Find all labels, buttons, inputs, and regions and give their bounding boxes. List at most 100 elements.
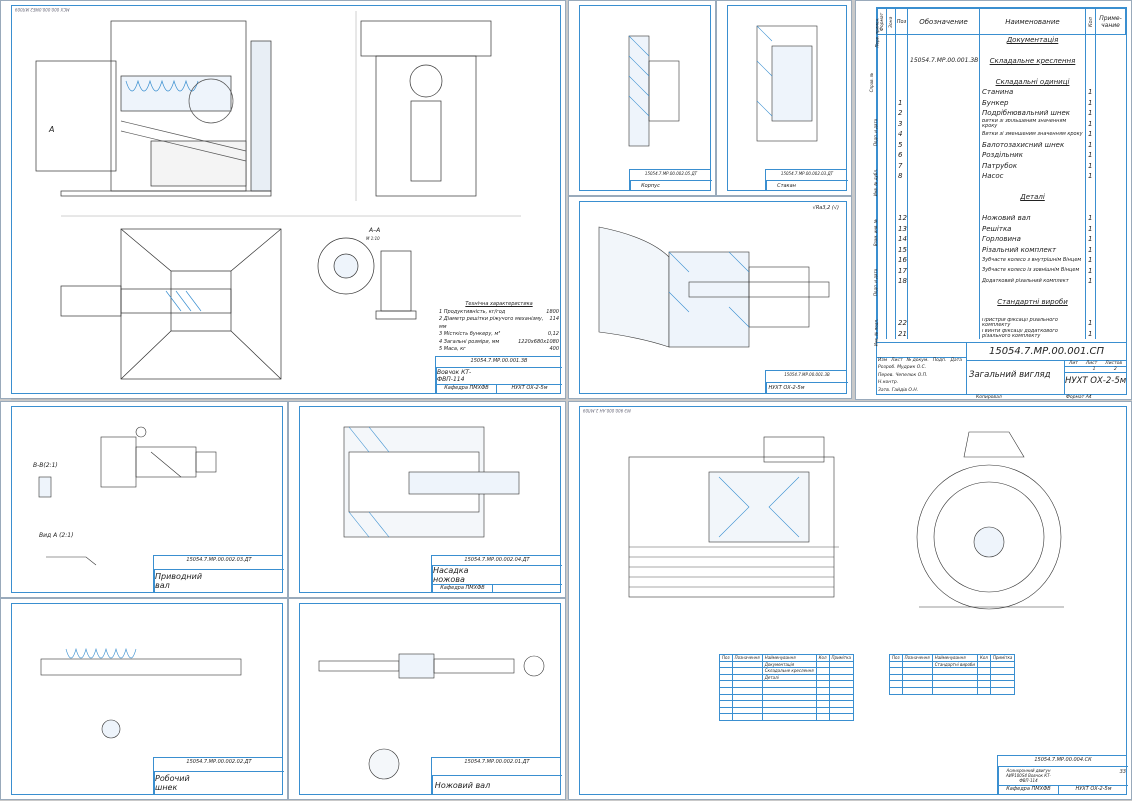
spec-cell [1095, 192, 1126, 203]
spec-designation [907, 160, 980, 171]
tech-value: 0,12 [547, 331, 559, 337]
side-label: Справ. № [869, 72, 875, 93]
knife-nozzle-drawing [343, 426, 520, 538]
spec-qty [1085, 307, 1096, 318]
spec-designation [907, 202, 980, 213]
screw-housing [120, 75, 232, 112]
spec-cell [886, 66, 896, 77]
spec-pos [895, 45, 908, 56]
spec-name: Деталі [979, 192, 1086, 203]
spec-cell [1095, 97, 1126, 108]
spec-cell [877, 160, 887, 171]
spec-designation [907, 108, 980, 119]
front-view-hopper [360, 20, 492, 57]
spec-cell [1095, 87, 1126, 98]
view-b-label: В-В(2:1) [33, 462, 58, 469]
spec-pos: 18 [895, 276, 908, 287]
spec-name: Роздільник [979, 150, 1086, 161]
spec-designation [907, 76, 980, 87]
title-block: 15054.7.МР.00.002.04.ДТ Насадка ножова К… [431, 555, 562, 593]
spec-cell [886, 202, 896, 213]
top-view [120, 228, 282, 380]
tech-value: 114 [549, 316, 559, 322]
drawing-frame [11, 5, 561, 394]
title-block: 15054.7.МР.00.001.3В НУХТ ОХ-2-5м [765, 370, 848, 394]
spec-qty: 1 [1085, 213, 1096, 224]
department: Кафедра ПМХФВ [436, 384, 496, 393]
spec-designation [907, 286, 980, 297]
group-code: НУХТ ОХ-2-5м [1065, 376, 1127, 386]
spec-row: Стандартні вироби [877, 297, 1126, 308]
spec-cell [877, 66, 887, 77]
spec-qty: 1 [1085, 139, 1096, 150]
drive-shaft-drawing [38, 426, 217, 566]
spec-pos [895, 286, 908, 297]
spec-cell [1095, 118, 1126, 129]
motor-drawing [628, 431, 1064, 610]
spec-name: Загальний вигляд [969, 370, 1051, 380]
title-block: 15054.7.МР.00.002.02.ДТ Робочий шнек [153, 757, 284, 795]
tech-label: 4 Загальні розміри, мм [439, 338, 500, 345]
tech-label: 5 Маса, кг [439, 346, 466, 352]
spec-designation [907, 45, 980, 56]
drawing-code: 15054.7.МР.00.002.05.ДТ [630, 170, 712, 181]
spec-cell [886, 181, 896, 192]
spec-cell [1095, 213, 1126, 224]
spec-row [877, 307, 1126, 318]
spec-name [979, 202, 1086, 213]
motor-side-view [628, 456, 835, 598]
spec-name: Пристрій фіксації різального комплекту [979, 318, 1086, 329]
housing-drawing [628, 35, 680, 147]
spec-name: Стандартні вироби [979, 297, 1086, 308]
spec-cell [877, 265, 887, 276]
spec-qty [1085, 34, 1096, 45]
spec-name [979, 181, 1086, 192]
spec-name: Додатковий різальний комплект [979, 276, 1086, 287]
section-a-a [317, 237, 375, 295]
cutting-mechanism-drawing [598, 226, 830, 348]
spec-name: Подрібнювальний шнек [979, 108, 1086, 119]
spec-designation [907, 223, 980, 234]
spec-pos: 13 [895, 223, 908, 234]
spec-name: Ножовий вал [979, 213, 1086, 224]
spec-qty [1085, 202, 1096, 213]
spec-pos [895, 87, 908, 98]
spec-pos [895, 202, 908, 213]
spec-designation [907, 265, 980, 276]
spec-name [979, 66, 1086, 77]
spec-cell [886, 160, 896, 171]
spec-designation [907, 66, 980, 77]
drawing-code: 15054.7.МР.00.001.3В [766, 371, 848, 383]
spec-pos [895, 181, 908, 192]
spec-pos: 6 [895, 150, 908, 161]
spec-pos: 14 [895, 234, 908, 245]
role: Розроб. [878, 365, 896, 370]
spec-designation [907, 255, 980, 266]
spec-cell [1095, 202, 1126, 213]
section-scale: М 1:10 [366, 236, 380, 241]
view-a-label: Вид А (2:1) [39, 532, 74, 539]
col-label: № докум. [906, 358, 929, 363]
spec-pos [895, 297, 908, 308]
spec-name: Насос [979, 171, 1086, 182]
drawing-name: Асинхронний двигун АИР100S4 Вовчок КТ-ФВ… [998, 767, 1058, 785]
title-block: 15054.7.МР.00.002.03.ДТ Стакан [765, 169, 848, 191]
section-label: Деталі [761, 673, 817, 682]
spec-designation [907, 139, 980, 150]
spec-qty: 1 [1085, 129, 1096, 140]
spec-cell [877, 150, 887, 161]
drawing-frame [11, 406, 283, 593]
spec-cell [1095, 223, 1126, 234]
spec-name: Решітка [979, 223, 1086, 234]
spec-qty [1085, 76, 1096, 87]
title-block: 15054.7.МР.00.002.05.ДТ Корпус [629, 169, 712, 191]
